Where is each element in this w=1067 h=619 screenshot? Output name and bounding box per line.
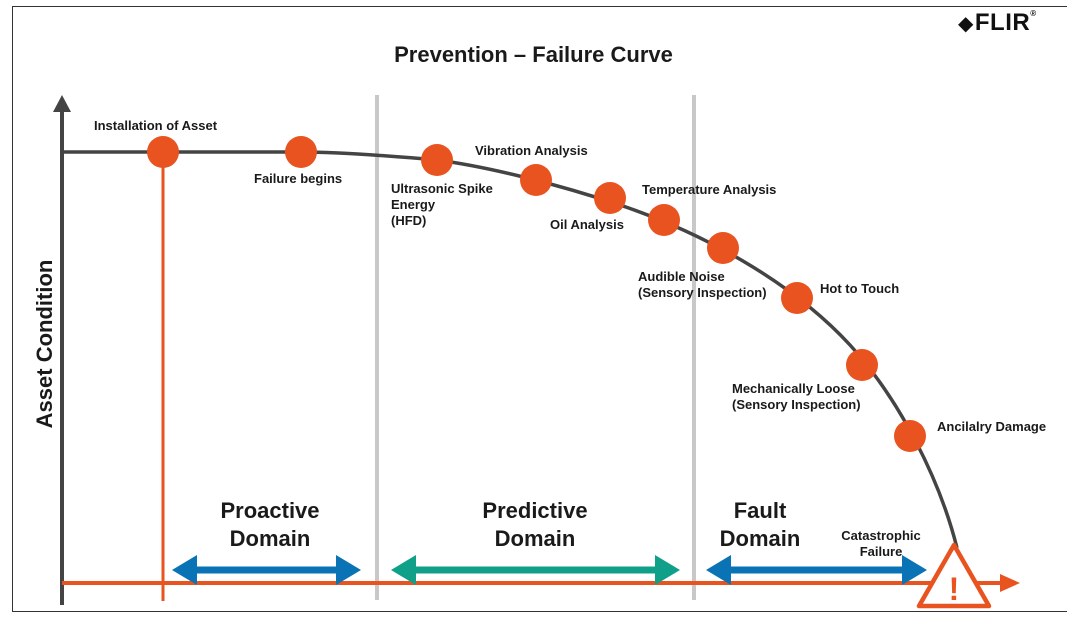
stage-dot-failure-begins (285, 136, 317, 168)
stage-dot-oil (594, 182, 626, 214)
label-ancillary: Ancilalry Damage (937, 419, 1047, 434)
label-oil: Oil Analysis (550, 217, 624, 232)
failure-curve (62, 150, 959, 549)
label-vibration: Vibration Analysis (475, 143, 588, 158)
label-failure-begins: Failure begins (254, 171, 343, 186)
proactive-domain-arrow (172, 555, 361, 585)
label-audible: Audible Noise(Sensory Inspection) (638, 269, 767, 300)
stage-dot-audible (707, 232, 739, 264)
stage-dot-temperature (648, 204, 680, 236)
stage-dot-hot (781, 282, 813, 314)
warning-triangle-icon: ! (916, 542, 992, 609)
y-axis-arrowhead (53, 95, 71, 112)
label-installation: Installation of Asset (94, 118, 218, 133)
label-hot-to-touch: Hot to Touch (820, 281, 900, 296)
stage-dot-vibration (520, 164, 552, 196)
stage-dot-installation (147, 136, 179, 168)
predictive-domain-arrow (391, 555, 680, 585)
diagram-frame (12, 6, 1067, 612)
warning-symbol: ! (949, 571, 960, 607)
label-temperature: Temperature Analysis (642, 182, 777, 197)
stage-dot-ultrasonic (421, 144, 453, 176)
diagram-title: Prevention – Failure Curve (394, 42, 673, 67)
label-mechanical: Mechanically Loose(Sensory Inspection) (732, 381, 861, 412)
stage-dot-mechanical (846, 349, 878, 381)
stage-dot-ancillary (894, 420, 926, 452)
fault-domain-arrow (706, 555, 927, 585)
flir-logo: ◆FLIR® (958, 9, 1037, 36)
x-axis-arrowhead (1000, 574, 1020, 592)
